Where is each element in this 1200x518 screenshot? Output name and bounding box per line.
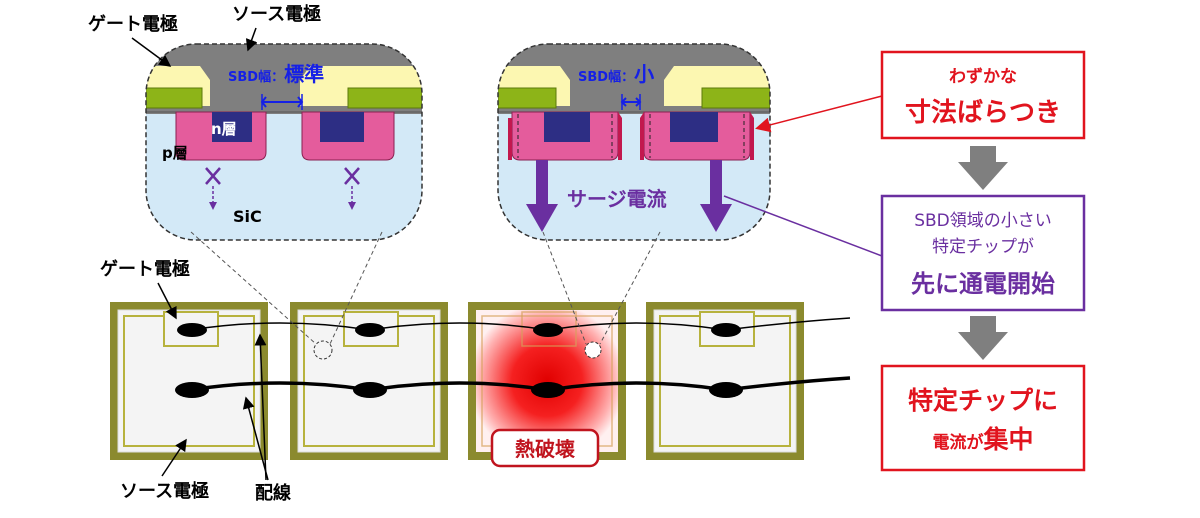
- cross-section-small: [497, 43, 771, 241]
- blocked-current-icon: [205, 167, 360, 185]
- thermal-destruction-box: [490, 428, 600, 468]
- flow-box-variation: [880, 50, 1086, 140]
- flow-box-sbd: [880, 194, 1086, 312]
- gate-electrode-label-top: ゲート電極: [88, 13, 178, 35]
- flow-box-variation-line1: わずかな: [949, 67, 1017, 87]
- flow-box-sbd-line1: SBD領域の小さい: [914, 211, 1052, 231]
- source-electrode-label-top: ソース電極: [232, 3, 321, 25]
- sbd-width-label-small: SBD幅：小: [578, 62, 654, 86]
- chip-row: [110, 231, 851, 460]
- flow-box-concentration: [880, 364, 1086, 472]
- flow-box-variation-line2: 寸法ばらつき: [905, 98, 1061, 128]
- surge-current-arrow-icon: [526, 160, 732, 232]
- gate-electrode-label-bottom: ゲート電極: [100, 258, 190, 280]
- down-arrow-icon: [958, 146, 1008, 190]
- down-arrow-icon: [958, 316, 1008, 360]
- p-layer-label: p層: [162, 144, 188, 162]
- thermal-destruction-label: 熱破壊: [515, 437, 576, 461]
- source-electrode-label-bottom: ソース電極: [120, 480, 209, 502]
- flow-box-concentration-line1: 特定チップに: [908, 386, 1058, 415]
- sic-label: SiC: [233, 207, 262, 226]
- n-layer-label: n層: [211, 120, 237, 138]
- flow-box-sbd-line2: 特定チップが: [932, 237, 1034, 257]
- surge-current-label: サージ電流: [567, 187, 667, 211]
- wiring-label: 配線: [255, 482, 291, 504]
- flow-box-concentration-line2: 電流が集中: [932, 425, 1033, 454]
- flow-box-sbd-line3: 先に通電開始: [911, 270, 1055, 298]
- sbd-width-label-standard: SBD幅：標準: [228, 62, 324, 86]
- cross-section-standard: [145, 43, 423, 241]
